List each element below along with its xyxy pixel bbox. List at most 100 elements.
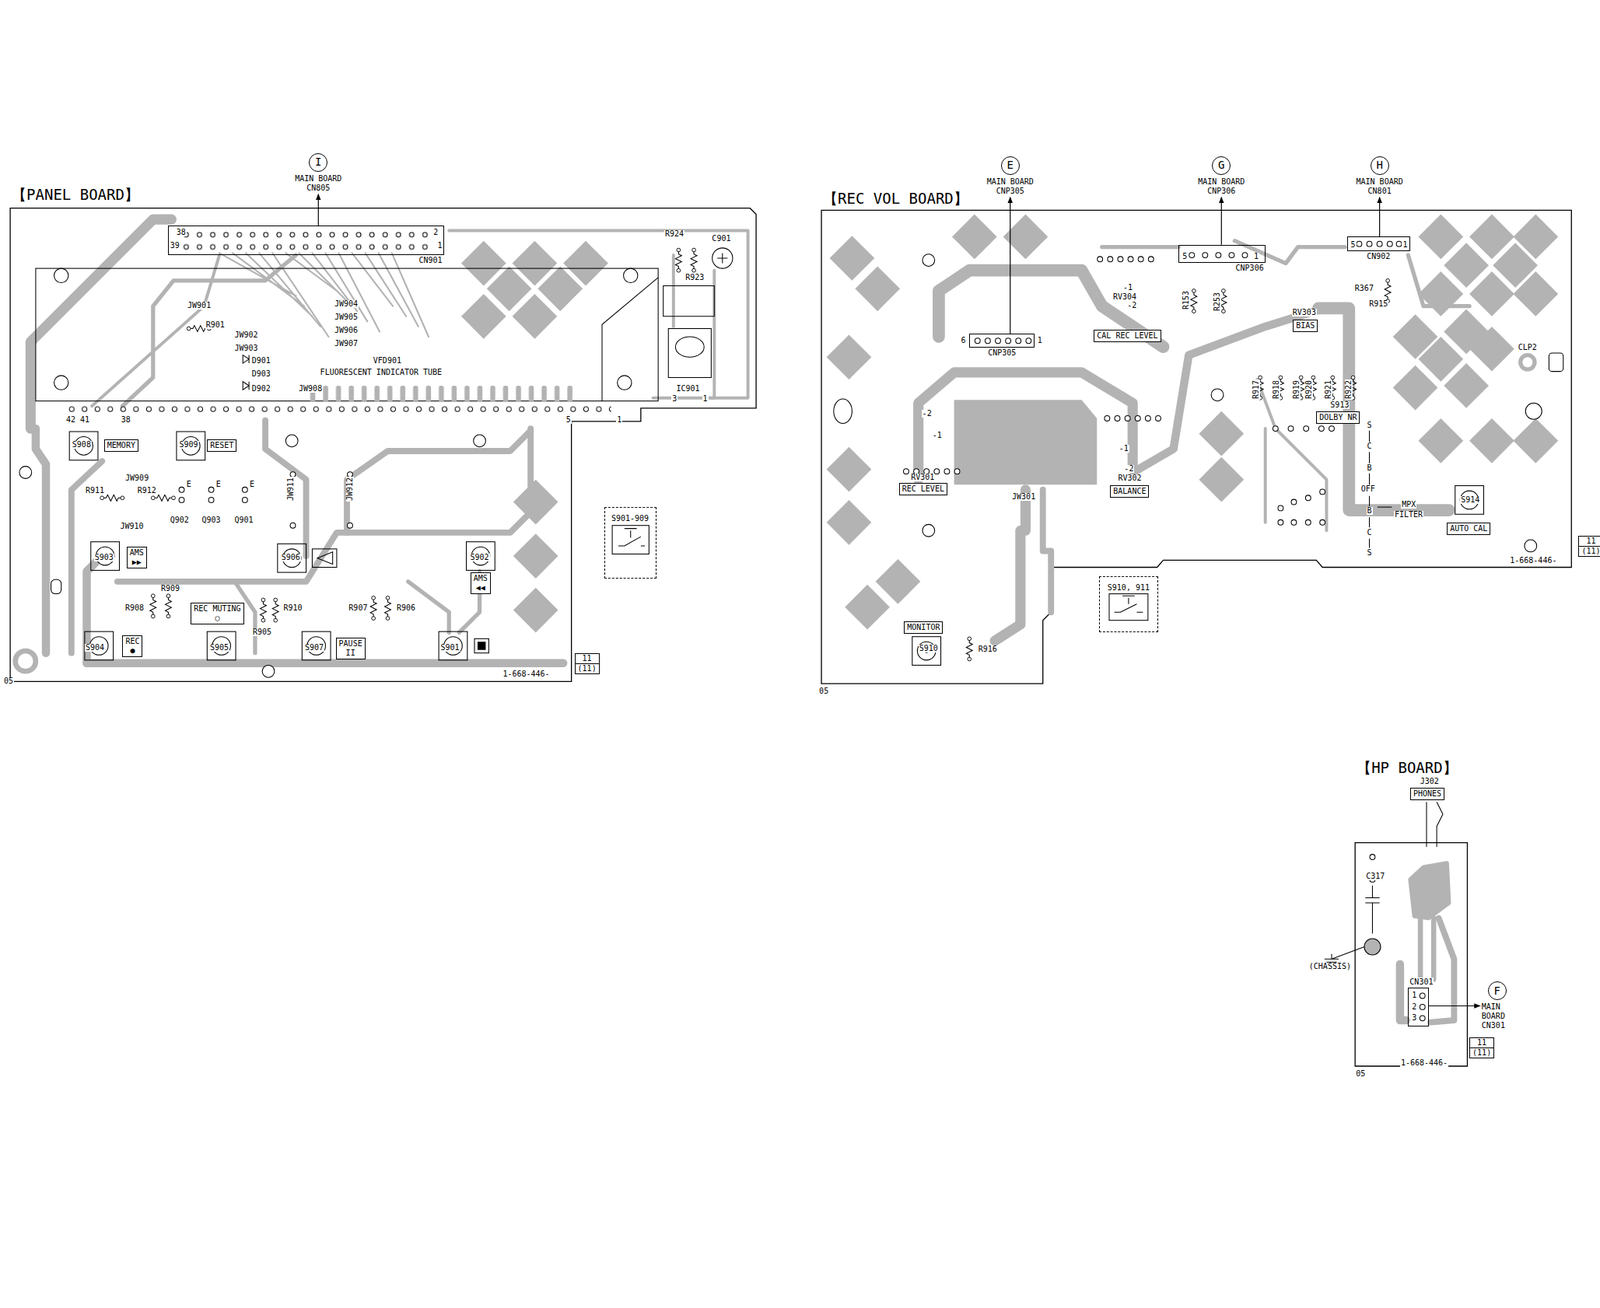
node-text: ▶▶ xyxy=(129,557,144,568)
board-outline: 【REC VOL BOARD】CNP306CN902CAL REC LEVELB… xyxy=(821,210,1572,684)
connector-ref: HMAIN BOARD CN801 xyxy=(1354,156,1404,197)
part-label: 1-668-446- xyxy=(1508,556,1558,565)
part-label: 1 xyxy=(1253,252,1260,261)
node-text: MAIN BOARD CN301 xyxy=(1481,1002,1510,1031)
button-label: AMS▶▶ xyxy=(126,546,148,569)
node-text: CNP306 xyxy=(1235,263,1265,274)
part-label: RV304 xyxy=(1112,293,1138,302)
part-label: R923 xyxy=(684,273,705,282)
sheet-letter: H xyxy=(1370,156,1390,176)
part-label: -2 xyxy=(1126,301,1138,310)
part-label: 1-668-446- xyxy=(1400,1059,1449,1068)
part-label: B xyxy=(1366,464,1373,473)
part-label: S xyxy=(1366,421,1373,430)
node-text: REC MUTING xyxy=(193,604,241,614)
node-text: S901-909 xyxy=(610,514,650,524)
connector-arrow xyxy=(1221,197,1222,246)
node-text: PHONES xyxy=(1413,789,1442,799)
square-symbol xyxy=(477,641,486,650)
part-label: JW911 xyxy=(287,476,295,502)
node-text: CN901 xyxy=(418,255,444,266)
part-label: 2 xyxy=(1410,1003,1418,1012)
page-ref: 11(11) xyxy=(574,653,600,675)
part-label: 5 xyxy=(565,416,572,424)
board-outline: 【PANEL BOARD】CN901MEMORYRESETAMS▶▶AMS◀◀R… xyxy=(10,208,757,683)
sheet-letter: G xyxy=(1211,156,1231,176)
part-label: R153 xyxy=(1182,290,1191,311)
node-text: REC xyxy=(125,637,140,647)
node-text: II xyxy=(339,648,363,659)
part-label: RV301 xyxy=(910,473,935,482)
part-label: JW905 xyxy=(333,313,359,322)
jack-label: PHONES xyxy=(1410,787,1445,801)
copper-trace xyxy=(30,219,1470,1023)
button-label: RESET xyxy=(206,439,237,452)
part-label: D903 xyxy=(251,370,272,379)
part-label: 05 xyxy=(3,677,15,686)
part-label: C317 xyxy=(1365,872,1386,881)
part-label: 39 xyxy=(169,241,181,250)
part-label: JW903 xyxy=(233,344,259,353)
part-label: S901 xyxy=(439,644,460,652)
part-label: -1 xyxy=(931,431,943,440)
part-label: 1 xyxy=(436,241,443,250)
part-label: R906 xyxy=(395,604,417,613)
node-text: (11) xyxy=(1578,546,1600,557)
part-label: R922 xyxy=(1344,379,1353,400)
connector: CNP305 xyxy=(969,333,1035,348)
part-label: R910 xyxy=(282,604,303,613)
control-label: CAL REC LEVEL xyxy=(1093,329,1161,343)
part-label: IC901 xyxy=(675,385,701,393)
part-label: 38 xyxy=(120,416,132,424)
part-label: -2 xyxy=(1123,465,1135,473)
part-label: E xyxy=(185,480,193,489)
part-label: C xyxy=(1366,442,1373,451)
node-text: MAIN BOARD CNP306 xyxy=(1197,177,1247,197)
part-label: FILTER xyxy=(1393,511,1424,519)
part-label: JW902 xyxy=(233,331,259,340)
part-label: R919 xyxy=(1292,379,1301,400)
component-outline xyxy=(35,248,1443,966)
connector: CN901 xyxy=(168,225,444,256)
part-label: 3 xyxy=(1410,1014,1418,1023)
button-label: REC MUTING○ xyxy=(190,602,244,625)
button-label: AMS◀◀ xyxy=(470,572,491,595)
part-label: 1 xyxy=(616,416,623,424)
button-label: REC● xyxy=(122,635,143,658)
part-label: E xyxy=(248,480,256,489)
node-text: (11) xyxy=(1470,1047,1494,1058)
sheet-letter: E xyxy=(1001,156,1020,176)
part-label: JW904 xyxy=(333,300,359,309)
part-label: S902 xyxy=(469,553,490,562)
mounting-hole xyxy=(15,254,1564,956)
connector-arrow xyxy=(1428,1005,1481,1007)
part-label: S907 xyxy=(304,644,325,652)
part-label: 05 xyxy=(1354,1070,1366,1079)
node-text: ● xyxy=(125,646,140,656)
part-label: S910 xyxy=(918,644,939,653)
connector: CN902 xyxy=(1347,236,1411,251)
part-label: 5 xyxy=(1350,241,1357,249)
node-text: MAIN BOARD CN805 xyxy=(294,174,344,193)
part-label: R909 xyxy=(160,584,181,593)
node-text: BALANCE xyxy=(1113,486,1146,497)
part-label: R253 xyxy=(1213,291,1222,312)
part-label: JW301 xyxy=(1011,493,1037,501)
part-label: -2 xyxy=(921,409,933,418)
node-text: MONITOR xyxy=(906,623,940,633)
part-label: S905 xyxy=(209,644,230,652)
part-label: 42 41 xyxy=(65,416,91,424)
node-text: 11 xyxy=(575,654,599,664)
part-label: -1 xyxy=(1118,444,1130,453)
copper-fill xyxy=(461,214,1558,634)
part-label: R924 xyxy=(664,230,685,239)
connector-ref: GMAIN BOARD CNP306 xyxy=(1197,156,1247,197)
part-label: RV303 xyxy=(1291,308,1317,317)
part-label: S909 xyxy=(178,441,200,449)
part-label: 1 xyxy=(1401,241,1408,249)
node-text: 【REC VOL BOARD】 xyxy=(821,189,970,208)
part-label: R921 xyxy=(1324,379,1333,400)
part-label: B xyxy=(1366,507,1373,515)
control-label: BALANCE xyxy=(1109,485,1149,498)
